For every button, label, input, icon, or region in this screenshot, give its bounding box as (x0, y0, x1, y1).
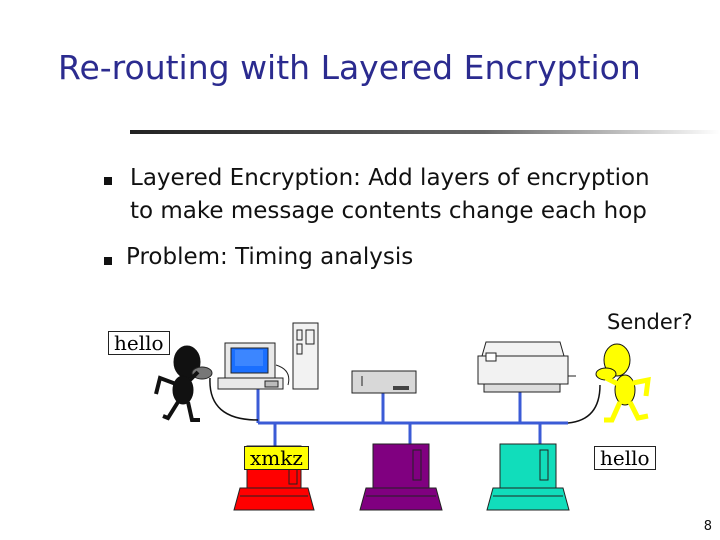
message-label-xmkz: xmkz (244, 446, 309, 470)
person-black-phone-icon (154, 345, 213, 422)
tower-case-icon (292, 322, 319, 390)
bullet-1-line-2: to make message contents change each hop (130, 198, 647, 224)
message-label-hello-left: hello (108, 331, 170, 355)
bullet-marker (104, 257, 112, 265)
printer-icon (477, 341, 576, 393)
person-yellow-phone-icon (595, 343, 651, 423)
message-label-hello-right: hello (594, 446, 656, 470)
title-divider (130, 130, 720, 134)
sender-question-label: Sender? (607, 310, 693, 334)
purple-computer-icon (359, 443, 443, 511)
slide-title: Re-routing with Layered Encryption (58, 48, 641, 87)
network-hub-icon (351, 370, 417, 394)
bullet-2-line-1: Problem: Timing analysis (126, 244, 414, 270)
right-phone-cord (567, 384, 601, 424)
left-phone-cord (209, 377, 259, 421)
page-number: 8 (703, 519, 712, 534)
teal-computer-icon (486, 443, 570, 511)
bullet-marker (104, 177, 112, 185)
bullet-1-line-1: Layered Encryption: Add layers of encryp… (130, 165, 650, 191)
network-bus (256, 389, 568, 446)
desktop-computer-icon (217, 342, 290, 390)
